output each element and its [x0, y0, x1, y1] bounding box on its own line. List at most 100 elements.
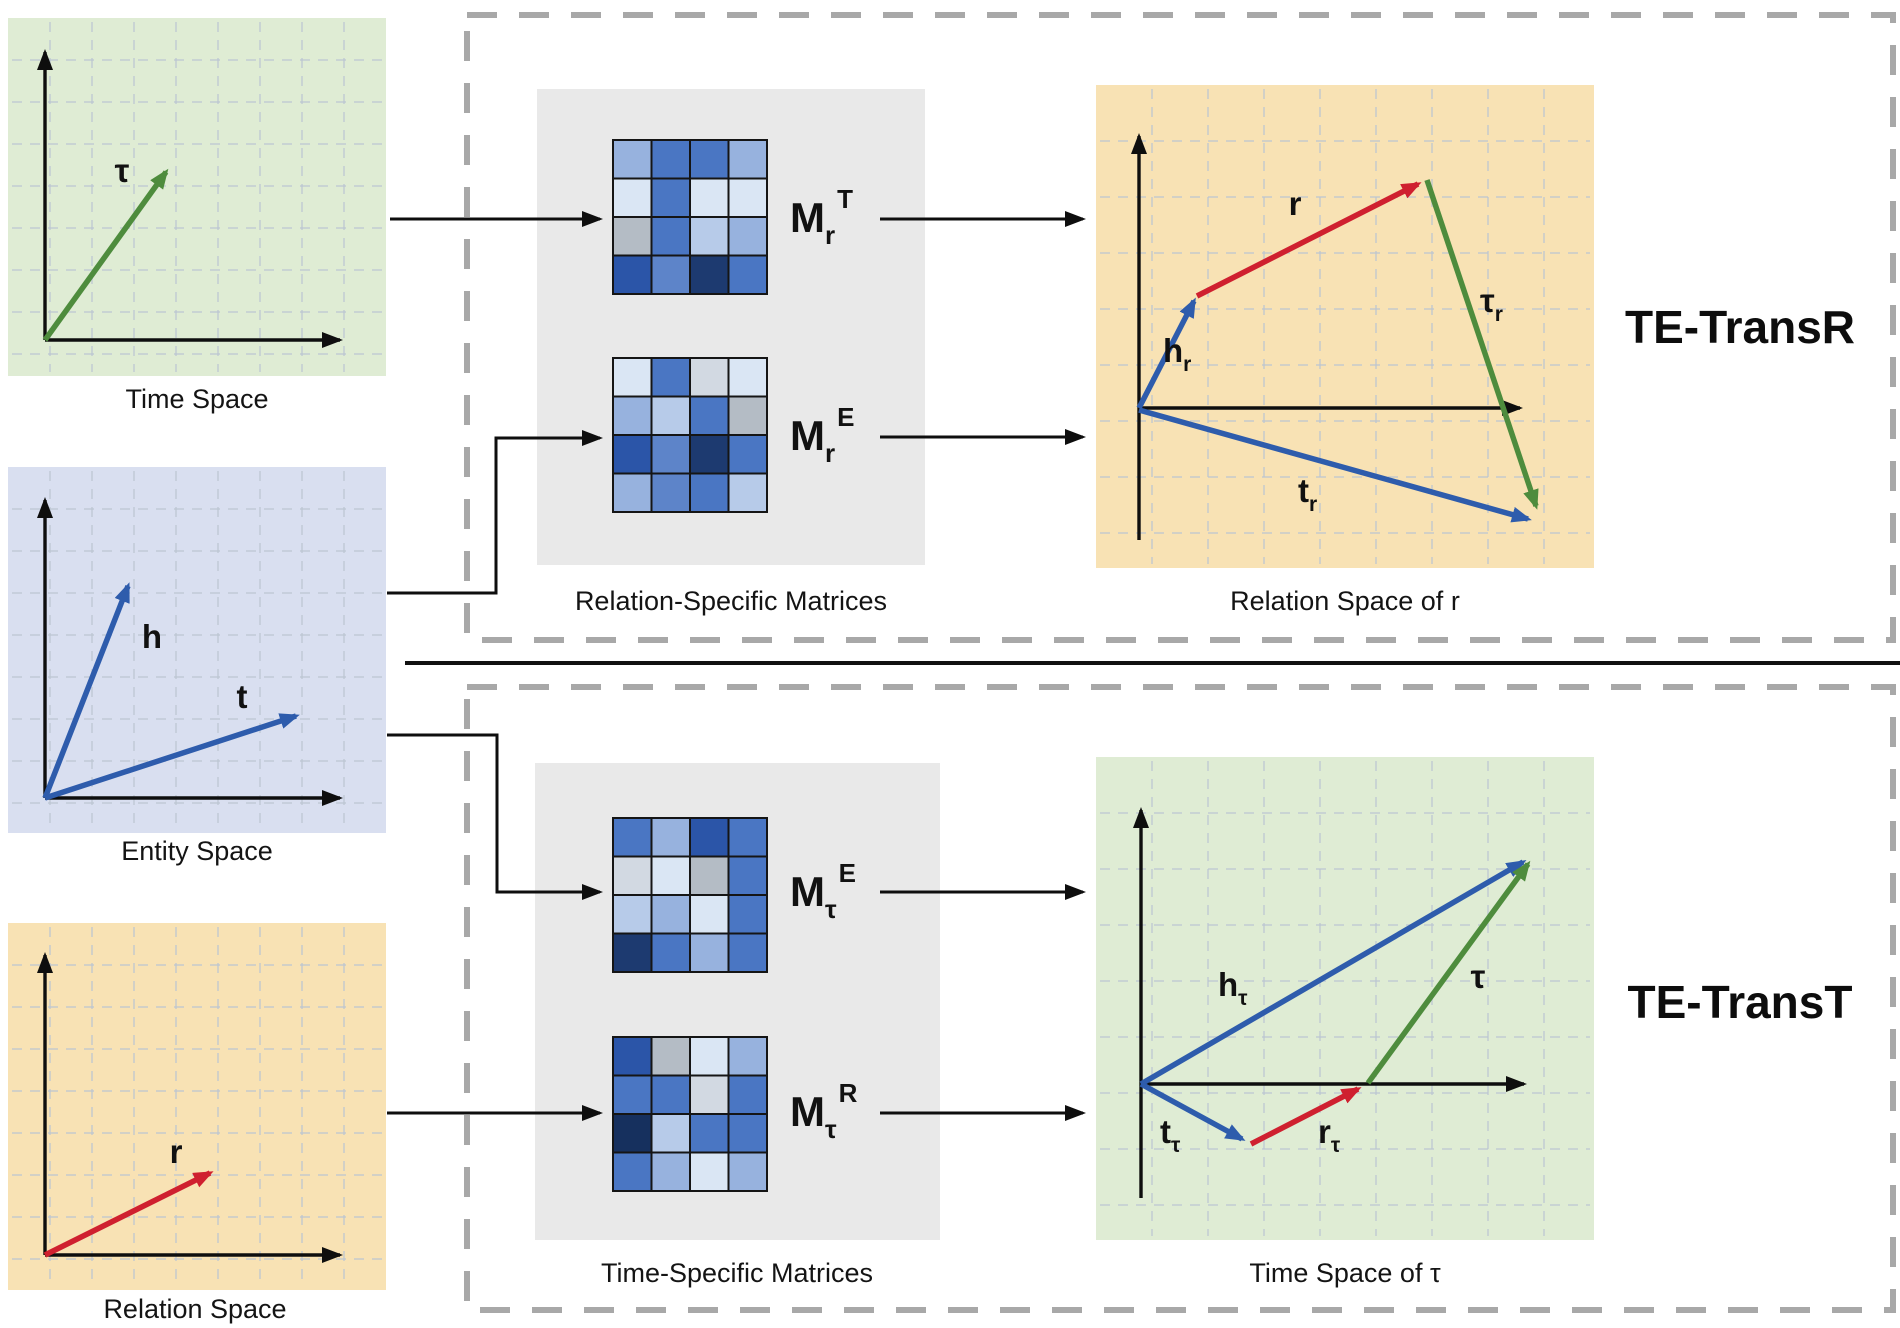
matrix-mr-e	[612, 357, 768, 513]
time-space-grid	[12, 22, 382, 372]
te-transt-box	[464, 684, 1896, 1313]
matrix-cell	[650, 395, 691, 436]
matrix-cell	[727, 395, 768, 436]
matrix-cell	[612, 1036, 653, 1077]
time-space-of-tau-background	[1096, 757, 1594, 1240]
vector-tau-bottom-arrow	[1365, 860, 1531, 1085]
matrix-mtau-e	[612, 817, 768, 973]
time-space-caption: Time Space	[125, 384, 268, 414]
vector-r-top-label: r	[1289, 185, 1302, 222]
matrix-cell	[689, 932, 730, 973]
matrix-cell	[689, 434, 730, 475]
vector-tr-label: tr	[1298, 472, 1317, 516]
matrix-cell	[612, 817, 653, 858]
matrix-cell	[612, 216, 653, 257]
vector-hr-arrow	[1136, 297, 1197, 410]
matrix-cell	[612, 357, 653, 398]
matrix-cell	[650, 216, 691, 257]
relation-space-of-r-plot: r hr τr tr Relation Space of r	[1096, 85, 1594, 616]
matrix-cell	[727, 357, 768, 398]
time-matrices-caption: Time-Specific Matrices	[601, 1258, 873, 1288]
matrix-cell	[689, 254, 730, 295]
time-space-of-tau-caption: Time Space of τ	[1249, 1258, 1441, 1288]
matrix-cell	[612, 1074, 653, 1115]
vector-taur-arrow	[1424, 179, 1539, 510]
matrix-cell	[727, 434, 768, 475]
matrix-mr-t-label: MrT	[790, 184, 853, 250]
time-space-of-tau-plot: hτ τ tτ rτ Time Space of τ	[1096, 757, 1594, 1288]
matrix-cell	[727, 254, 768, 295]
time-matrices-panel: MτE MτR Time-Specific Matrices	[535, 763, 940, 1288]
te-transr-label: TE-TransR	[1625, 301, 1855, 353]
matrix-cell	[612, 1113, 653, 1154]
vector-tau-label: τ	[115, 152, 130, 189]
vector-htau-arrow	[1139, 859, 1527, 1087]
matrix-cell	[612, 1151, 653, 1192]
matrix-cell	[689, 395, 730, 436]
matrix-cell	[650, 855, 691, 896]
vector-r-top-arrow	[1195, 181, 1422, 299]
matrix-mr-t	[612, 139, 768, 295]
vector-t-label: t	[237, 678, 248, 715]
matrix-cell	[689, 216, 730, 257]
relation-space-caption: Relation Space	[103, 1294, 286, 1324]
matrix-cell	[612, 472, 653, 513]
relation-space-background	[8, 923, 386, 1290]
entity-space-panel: h t Entity Space	[8, 467, 386, 866]
matrix-cell	[650, 1036, 691, 1077]
matrix-cell	[650, 472, 691, 513]
te-transr-box	[464, 12, 1896, 643]
matrix-cell	[650, 357, 691, 398]
matrix-cell	[612, 932, 653, 973]
matrix-cell	[650, 177, 691, 218]
matrix-cell	[689, 1036, 730, 1077]
matrix-cell	[727, 1074, 768, 1115]
matrix-cell	[727, 139, 768, 180]
relation-space-grid	[12, 927, 382, 1286]
matrix-cell	[650, 1151, 691, 1192]
vector-t-arrow	[44, 713, 300, 801]
matrix-cell	[612, 139, 653, 180]
matrix-cell	[689, 1074, 730, 1115]
time-space-panel: τ Time Space	[8, 18, 386, 414]
relation-space-of-r-caption: Relation Space of r	[1230, 586, 1460, 616]
matrix-cell	[727, 894, 768, 935]
matrix-mtau-e-label: MτE	[790, 858, 856, 924]
matrix-cell	[650, 139, 691, 180]
connector-entityspace-to-mre	[387, 430, 603, 595]
vector-tau-bottom-label: τ	[1471, 958, 1486, 995]
relation-matrices-panel: MrT MrE Relation-Specific Matrices	[537, 89, 925, 616]
matrix-cell	[727, 177, 768, 218]
vector-htau-label: hτ	[1218, 966, 1248, 1010]
te-transt-label: TE-TransT	[1628, 976, 1853, 1028]
vector-taur-label: τr	[1480, 282, 1503, 326]
entity-space-grid	[12, 471, 382, 829]
relation-space-panel: r Relation Space	[8, 923, 386, 1324]
vector-ttau-arrow	[1139, 1081, 1246, 1142]
matrix-cell	[612, 254, 653, 295]
vector-rtau-arrow	[1249, 1086, 1362, 1147]
vector-hr-label: hr	[1163, 332, 1191, 376]
matrix-cell	[650, 1074, 691, 1115]
matrix-mtau-r	[612, 1036, 768, 1192]
matrix-cell	[650, 932, 691, 973]
matrix-cell	[727, 1151, 768, 1192]
relation-space-of-r-background	[1096, 85, 1594, 568]
matrix-cell	[650, 254, 691, 295]
matrix-cell	[689, 1151, 730, 1192]
vector-tau-arrow	[42, 168, 169, 342]
matrix-cell	[727, 216, 768, 257]
matrix-cell	[612, 434, 653, 475]
matrix-cell	[650, 434, 691, 475]
vector-rtau-label: rτ	[1318, 1113, 1341, 1157]
matrix-cell	[727, 1036, 768, 1077]
entity-space-background	[8, 467, 386, 833]
matrix-cell	[650, 1113, 691, 1154]
matrix-cell	[612, 177, 653, 218]
matrix-cell	[727, 472, 768, 513]
matrix-cell	[650, 817, 691, 858]
vector-ttau-label: tτ	[1160, 1113, 1181, 1157]
connector-entityspace-to-mtaue	[387, 733, 603, 900]
matrix-cell	[727, 817, 768, 858]
